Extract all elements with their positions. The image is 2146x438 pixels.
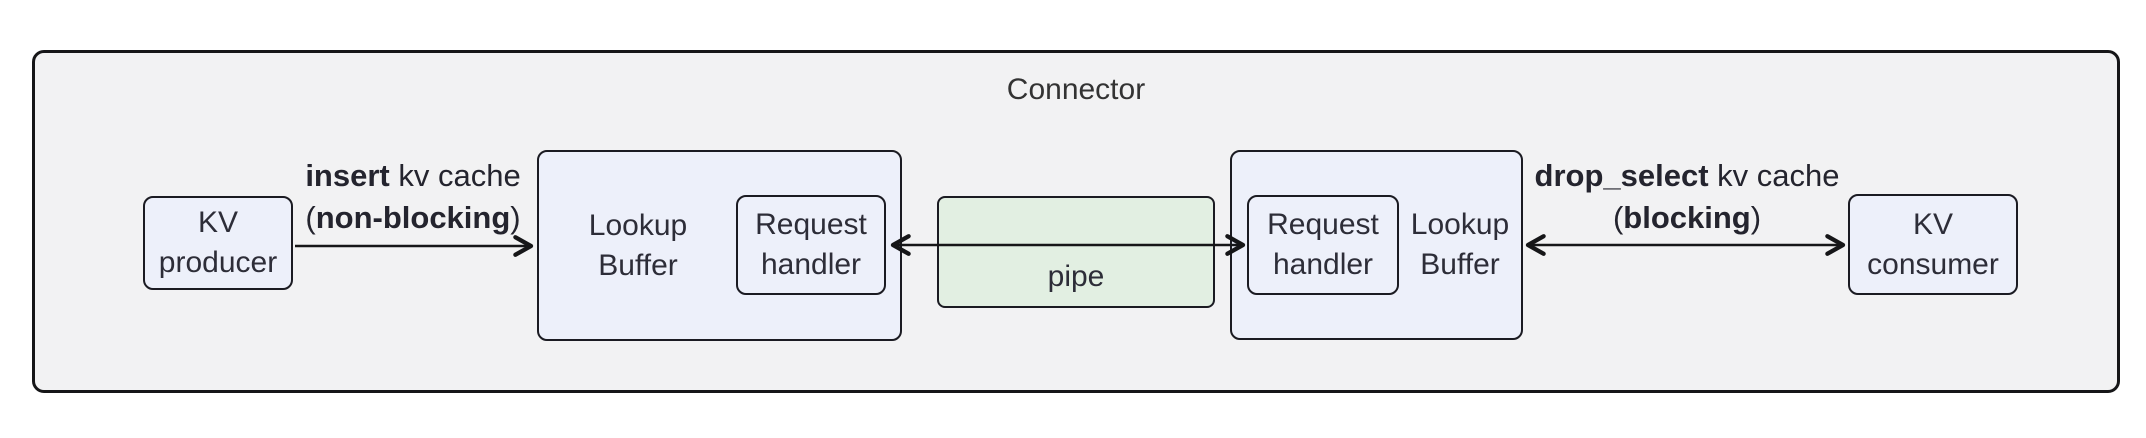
lookup-buffer-left-label: Lookup Buffer (539, 152, 737, 339)
insert-paren-open: ( (305, 200, 316, 235)
insert-paren-close: ) (510, 200, 521, 235)
pipe-node: pipe (937, 196, 1215, 308)
lookup-buffer-left-node: Lookup Buffer Request handler (537, 150, 902, 341)
drop-select-edge-label: drop_select kv cache (blocking) (1535, 155, 1840, 239)
drop-select-paren-open: ( (1612, 200, 1624, 235)
kv-consumer-label-line1: KV (1912, 207, 1954, 241)
insert-mode: non-blocking (315, 200, 511, 235)
drop-select-edge-label-line2: (blocking) (1535, 197, 1840, 239)
lookup-buffer-right-label: Lookup Buffer (1399, 152, 1521, 338)
kv-producer-label-line2: producer (158, 246, 278, 279)
insert-verb: insert (305, 158, 390, 193)
drop-select-edge-label-line1: drop_select kv cache (1535, 155, 1840, 197)
kv-producer-label-line1: KV (197, 206, 239, 239)
insert-edge-label-line1: insert kv cache (305, 155, 520, 197)
kv-consumer-label-line2: consumer (1867, 247, 1999, 281)
lookup-buffer-right-line1: Lookup (1410, 208, 1510, 241)
drop-select-paren-close: ) (1750, 200, 1762, 235)
drop-select-verb: drop_select (1534, 158, 1709, 193)
drop-select-mode: blocking (1623, 200, 1751, 235)
drop-select-suffix: kv cache (1708, 158, 1840, 193)
lookup-buffer-right-line2: Buffer (1420, 248, 1500, 281)
request-handler-right-line1: Request (1267, 208, 1379, 241)
request-handler-left-line1: Request (755, 208, 867, 241)
lookup-buffer-left-line1: Lookup (588, 208, 688, 242)
request-handler-right-node: Request handler (1247, 195, 1399, 295)
insert-edge-label: insert kv cache (non-blocking) (305, 155, 520, 239)
kv-consumer-node: KV consumer (1848, 194, 2018, 295)
pipe-label: pipe (1047, 260, 1105, 293)
connector-title: Connector (1006, 73, 1146, 106)
request-handler-right-line2: handler (1272, 248, 1374, 281)
request-handler-left-line2: handler (760, 248, 862, 281)
request-handler-left-node: Request handler (736, 195, 886, 295)
insert-suffix: kv cache (389, 158, 521, 193)
kv-producer-node: KV producer (143, 196, 293, 290)
lookup-buffer-right-node: Request handler Lookup Buffer (1230, 150, 1523, 340)
insert-edge-label-line2: (non-blocking) (305, 197, 520, 239)
lookup-buffer-left-line2: Buffer (598, 248, 678, 282)
